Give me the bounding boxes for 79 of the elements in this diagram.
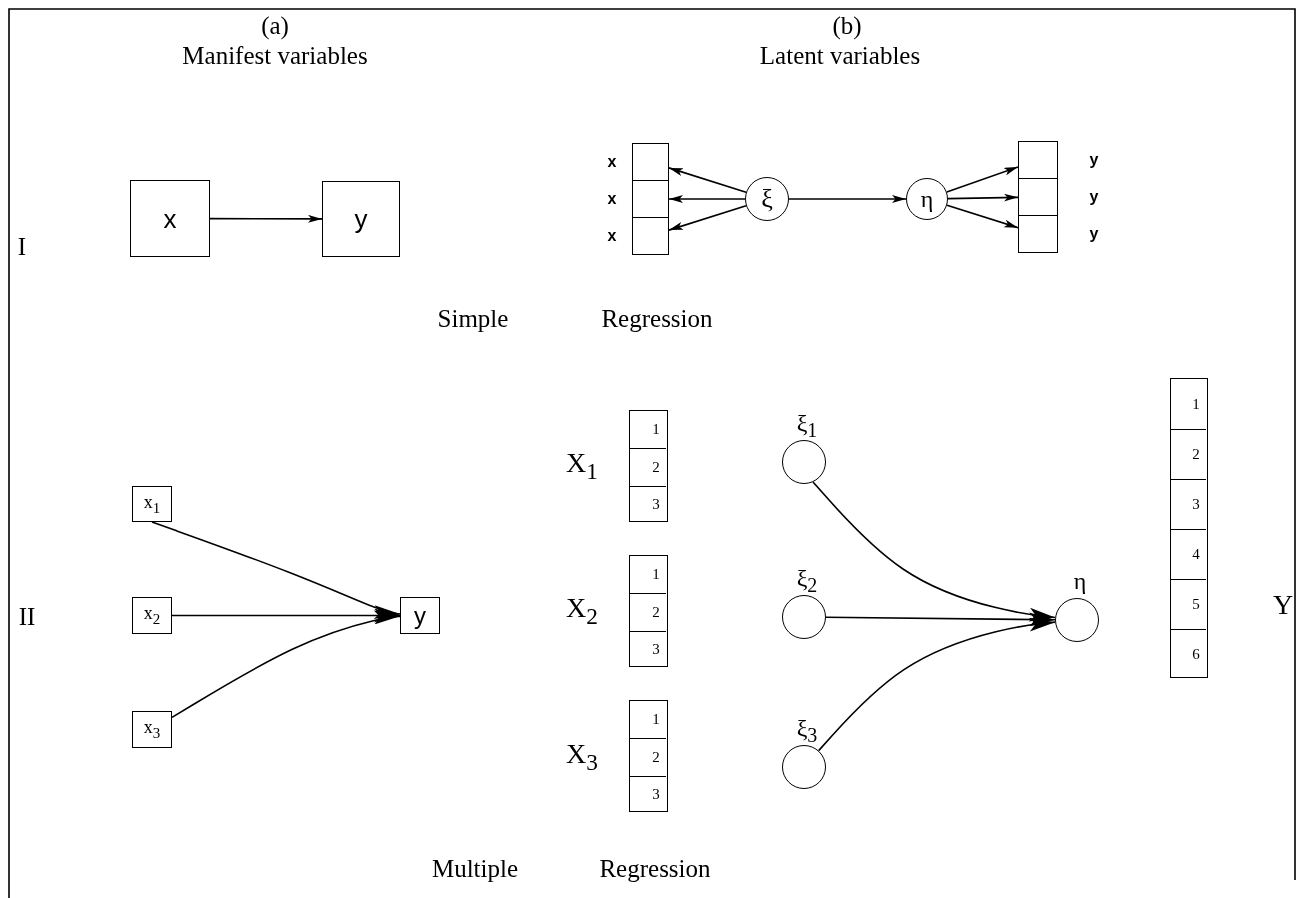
variable-label: x	[163, 205, 177, 232]
latent-variable-circle	[745, 177, 789, 221]
variable-name: y	[1089, 189, 1099, 205]
arrow	[171, 610, 401, 719]
indicator-number: 2	[652, 749, 660, 766]
variable-box	[132, 597, 172, 634]
heading-text: (b)	[832, 12, 862, 38]
variable-label: x$_{1}$	[143, 492, 161, 516]
variable-box	[130, 180, 210, 257]
heading-text: I	[17, 233, 27, 259]
arrow	[171, 608, 401, 623]
indicator-column	[629, 555, 668, 667]
indicator-number: 3	[652, 496, 660, 514]
heading-text: Latent variables	[759, 42, 921, 68]
latent-variable-circle	[906, 178, 948, 220]
indicator-column	[629, 410, 668, 522]
arrow	[812, 481, 1056, 622]
arrow	[209, 214, 323, 223]
variable-name: Y	[1272, 591, 1294, 619]
variable-label: x$_{3}$	[143, 718, 161, 741]
indicator-number: 2	[1192, 446, 1200, 463]
indicator-box	[632, 217, 669, 255]
latent-variable-symbol: ξ	[761, 186, 773, 212]
indicator-number: 4	[1192, 546, 1200, 563]
indicator-box	[1018, 215, 1058, 253]
indicator-box	[632, 143, 669, 181]
indicator-number: 1	[1192, 395, 1200, 413]
arrow	[668, 204, 747, 231]
heading-text: Multiple	[431, 855, 519, 881]
indicator-number: 1	[652, 421, 660, 439]
arrow	[817, 617, 1056, 752]
arrow	[825, 612, 1056, 627]
latent-variable-symbol: η	[920, 187, 934, 211]
variable-name: x	[607, 154, 617, 170]
variable-name: x	[607, 228, 617, 244]
latent-variable-symbol: ξ$_{1}$	[795, 409, 818, 440]
variable-name: X$_{1}$	[566, 449, 598, 483]
latent-variable-symbol: ξ$_{3}$	[795, 714, 818, 745]
arrow	[946, 166, 1019, 193]
indicator-number: 3	[1192, 496, 1200, 513]
indicator-number: 2	[652, 604, 660, 621]
variable-label: y	[354, 206, 368, 232]
arrow	[668, 195, 746, 203]
heading-text: II	[18, 603, 36, 629]
arrow	[946, 204, 1019, 229]
variable-name: y	[1089, 152, 1099, 168]
arrow	[947, 193, 1019, 202]
indicator-number: 3	[652, 786, 660, 804]
variable-label: y	[414, 603, 426, 628]
indicator-box	[1018, 141, 1058, 179]
variable-name: y	[1089, 226, 1099, 242]
indicator-box	[1018, 178, 1058, 216]
indicator-number: 2	[652, 459, 660, 476]
indicator-number: 1	[652, 711, 660, 729]
variable-box	[400, 597, 440, 634]
indicator-column	[629, 700, 668, 812]
indicator-column	[1170, 378, 1208, 678]
arrow	[788, 195, 907, 203]
variable-box	[322, 181, 400, 257]
variable-name: x	[607, 191, 617, 207]
indicator-number: 5	[1192, 596, 1200, 613]
indicator-number: 3	[652, 641, 660, 659]
indicator-number: 6	[1192, 646, 1200, 663]
heading-text: Manifest variables	[182, 42, 368, 68]
latent-variable-symbol: η	[1072, 567, 1087, 596]
indicator-number: 1	[652, 566, 660, 584]
variable-name: X$_{3}$	[566, 740, 598, 774]
variable-box	[132, 711, 172, 748]
latent-variable-symbol: ξ$_{2}$	[795, 564, 818, 595]
arrow	[151, 521, 401, 620]
variable-name: X$_{2}$	[566, 594, 598, 628]
heading-text: Regression	[601, 305, 713, 331]
heading-text: (a)	[261, 12, 289, 38]
variable-label: x$_{2}$	[143, 604, 161, 627]
heading-text: Simple	[437, 305, 509, 331]
variable-box	[132, 486, 172, 522]
arrow	[668, 167, 747, 194]
heading-text: Regression	[599, 855, 711, 881]
indicator-box	[632, 180, 669, 218]
